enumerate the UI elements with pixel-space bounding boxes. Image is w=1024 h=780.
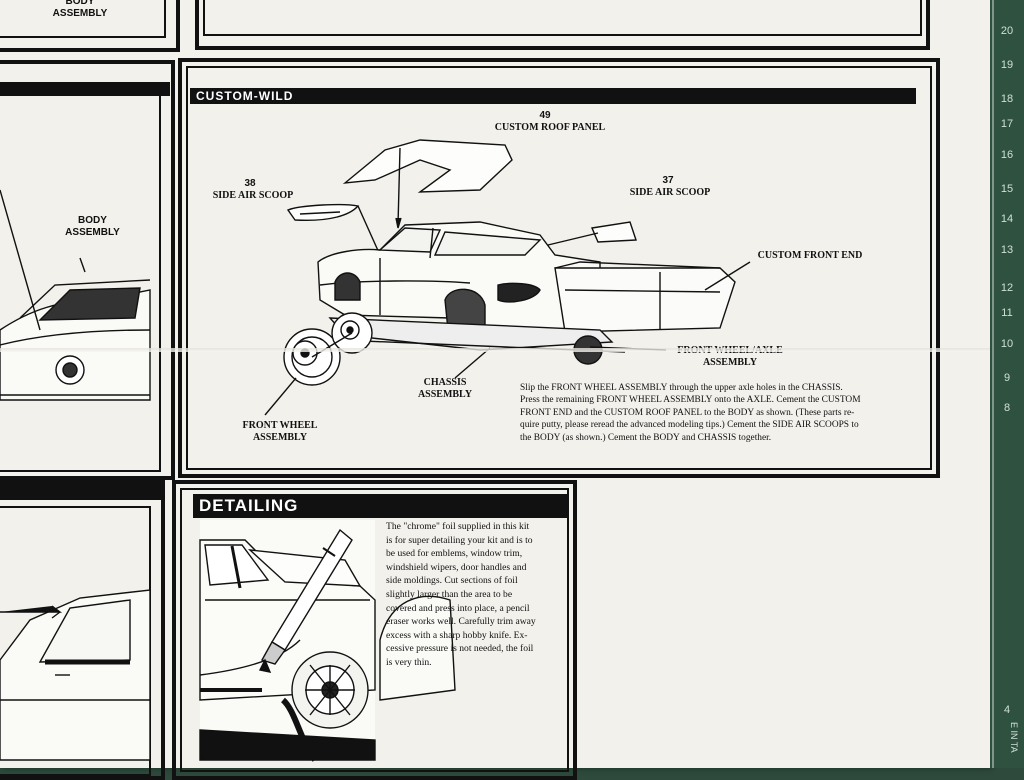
instruction-line: Slip the FRONT WHEEL ASSEMBLY through th… bbox=[520, 383, 843, 393]
scoop-right-label: SIDE AIR SCOOP bbox=[629, 187, 711, 198]
scoop-right-number: 37 bbox=[662, 175, 674, 186]
chassis-assembly-label: CHASSIS ASSEMBLY bbox=[417, 377, 473, 400]
ruler-edge-text: E IN TA bbox=[1009, 722, 1019, 753]
custom-wild-title: CUSTOM-WILD bbox=[190, 88, 916, 104]
ruler-number: 11 bbox=[1001, 307, 1013, 319]
ruler-number: 18 bbox=[1000, 93, 1014, 105]
illustrations bbox=[0, 139, 751, 762]
detailing-line: windshield wipers, door handles and bbox=[386, 561, 527, 573]
detailing-line: is for super detailing your kit and is t… bbox=[386, 534, 533, 546]
left-body-assembly-label: BODY ASSEMBLY bbox=[65, 215, 120, 238]
custom-wild-car-illustration bbox=[264, 139, 751, 416]
detailing-line: cessive pressure is not needed, the foil bbox=[386, 643, 534, 655]
ruler-number: 17 bbox=[1000, 118, 1014, 130]
custom-front-end-label: CUSTOM FRONT END bbox=[757, 250, 863, 261]
detailing-line: eraser works well. Carefully trim away bbox=[386, 616, 536, 628]
detailing-line: be used for emblems, window trim, bbox=[386, 548, 523, 560]
top-left-label: BODY ASSEMBLY bbox=[52, 0, 108, 19]
ruler-number: 4 bbox=[1003, 704, 1011, 716]
roof-panel-number: 49 bbox=[539, 110, 551, 121]
ruler-number: 9 bbox=[1003, 372, 1011, 384]
ruler-number: 20 bbox=[1000, 25, 1014, 37]
instruction-line: FRONT END and the CUSTOM ROOF PANEL to t… bbox=[520, 407, 855, 418]
detailing-line: covered and press into place, a pencil bbox=[386, 602, 530, 614]
ruler-number: 15 bbox=[1000, 183, 1014, 195]
detailing-line: excess with a sharp hobby knife. Ex- bbox=[386, 629, 528, 641]
detailing-line: is very thin. bbox=[386, 656, 432, 668]
scoop-left-label: SIDE AIR SCOOP bbox=[212, 190, 294, 201]
left-car-illustration bbox=[0, 189, 151, 401]
bottom-left-car-illustration bbox=[0, 589, 151, 761]
cutting-mat-ruler bbox=[990, 0, 1024, 768]
detailing-title: DETAILING bbox=[193, 494, 569, 518]
detailing-text: The "chrome" foil supplied in this kit i… bbox=[386, 520, 564, 670]
instruction-sheet: BODY ASSEMBLY CUSTOM-WILD BODY ASSEMBLY … bbox=[0, 0, 990, 780]
ruler-number: 13 bbox=[1000, 244, 1014, 256]
instruction-line: Press the remaining FRONT WHEEL ASSEMBLY… bbox=[520, 395, 861, 406]
paper-fold-line bbox=[0, 348, 990, 352]
instruction-line: quire putty, please reread the advanced … bbox=[520, 420, 859, 431]
detailing-line: slightly larger than the area to be bbox=[386, 588, 513, 600]
front-wheel-assembly-label: FRONT WHEEL ASSEMBLY bbox=[242, 420, 318, 443]
ruler-number: 12 bbox=[1000, 282, 1014, 294]
top-left-panel bbox=[0, 0, 180, 52]
detailing-line: The "chrome" foil supplied in this kit bbox=[386, 521, 530, 532]
bottom-left-header-bar bbox=[0, 482, 162, 500]
left-panel-header-bar bbox=[0, 82, 170, 96]
detailing-illustration bbox=[199, 520, 456, 762]
ruler-number: 10 bbox=[1000, 338, 1014, 350]
ruler-number: 8 bbox=[1003, 402, 1011, 414]
ruler-number: 19 bbox=[1000, 59, 1014, 71]
custom-wild-instructions: Slip the FRONT WHEEL ASSEMBLY through th… bbox=[520, 382, 920, 444]
ruler-number: 16 bbox=[1000, 149, 1014, 161]
roof-panel-label: CUSTOM ROOF PANEL bbox=[494, 122, 606, 133]
top-right-panel bbox=[195, 0, 930, 50]
custom-wild-panel bbox=[178, 58, 940, 478]
detailing-line: side moldings. Cut sections of foil bbox=[386, 575, 518, 587]
scoop-left-number: 38 bbox=[244, 178, 256, 189]
instruction-line: the BODY (as shown.) Cement the BODY and… bbox=[520, 432, 772, 443]
ruler-number: 14 bbox=[1000, 213, 1014, 225]
